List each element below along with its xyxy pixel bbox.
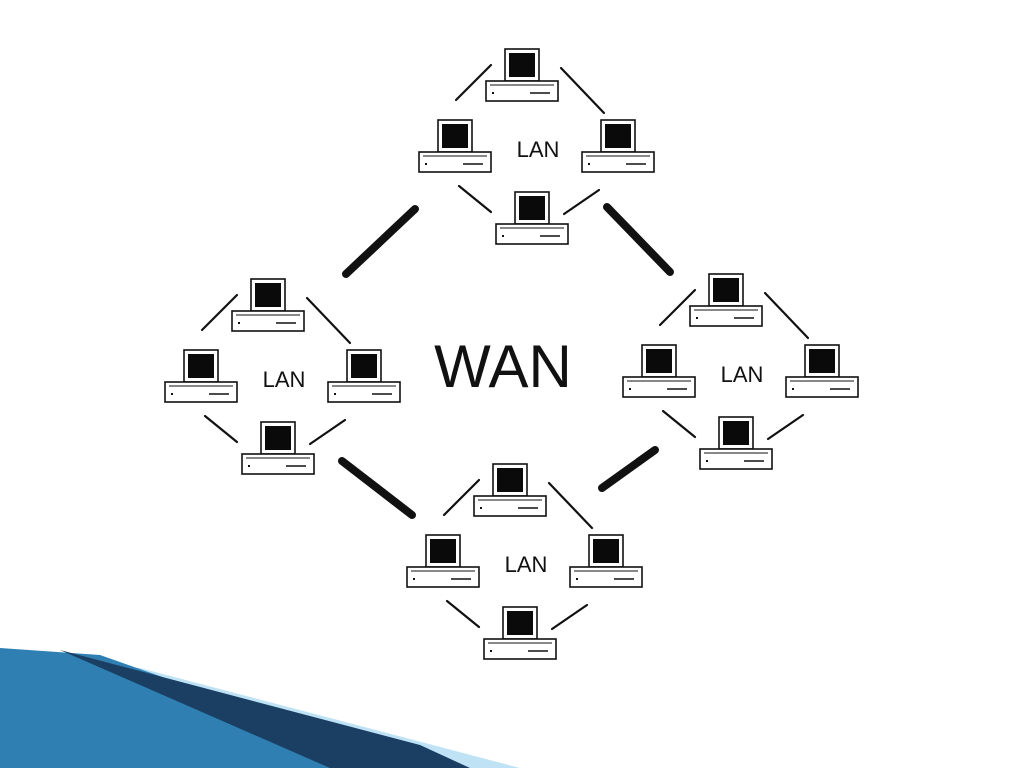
lan-link-left-0	[200, 293, 239, 332]
footer-band-dark	[60, 650, 470, 768]
lan-link-right-3	[766, 413, 805, 441]
computer-icon-bottom-left	[406, 534, 480, 588]
wan-link-right-bottom	[598, 446, 659, 492]
lan-link-bottom-1	[547, 481, 594, 530]
computer-icon-top-left	[418, 119, 492, 173]
lan-cluster-left: LAN	[164, 278, 401, 475]
lan-label-left: LAN	[263, 367, 306, 392]
lan-link-bottom-3	[550, 603, 589, 631]
lan-link-bottom-0	[442, 478, 481, 517]
wan-link-top-left	[342, 205, 419, 278]
computer-icon-right-left	[622, 344, 696, 398]
footer-decoration	[0, 648, 520, 768]
computer-icon-top-top	[485, 48, 559, 102]
lan-cluster-right: LAN	[622, 273, 859, 470]
computer-icon-left-right	[327, 349, 401, 403]
lan-link-top-1	[559, 66, 606, 115]
computer-icon-left-bottom	[241, 421, 315, 475]
lan-link-right-1	[763, 291, 810, 340]
computer-icon-right-right	[785, 344, 859, 398]
lan-cluster-top: LAN	[418, 48, 655, 245]
computer-icon-bottom-top	[473, 463, 547, 517]
lan-link-left-1	[305, 296, 352, 345]
computer-icon-right-bottom	[699, 416, 773, 470]
lan-link-top-3	[562, 188, 601, 216]
computer-icon-right-top	[689, 273, 763, 327]
wan-label: WAN	[434, 333, 572, 400]
lan-link-top-0	[454, 63, 493, 102]
wan-link-left-bottom	[338, 457, 416, 519]
lan-link-left-3	[308, 418, 347, 446]
computer-icon-left-left	[164, 349, 238, 403]
lan-link-right-2	[661, 409, 697, 439]
wan-links	[338, 203, 674, 519]
lan-link-left-2	[203, 414, 239, 444]
computer-icon-bottom-right	[569, 534, 643, 588]
computer-icon-bottom-bottom	[483, 606, 557, 660]
computer-icon-top-right	[581, 119, 655, 173]
computer-icon-left-top	[231, 278, 305, 332]
computer-icon-top-bottom	[495, 191, 569, 245]
lan-link-top-2	[457, 184, 493, 214]
lan-label-right: LAN	[721, 362, 764, 387]
lan-label-top: LAN	[517, 137, 560, 162]
lan-cluster-bottom: LAN	[406, 463, 643, 660]
lan-link-right-0	[658, 288, 697, 327]
lan-clusters: LAN LAN LAN LAN	[164, 48, 859, 660]
lan-label-bottom: LAN	[505, 552, 548, 577]
lan-link-bottom-2	[445, 599, 481, 629]
wan-link-top-right	[603, 203, 674, 276]
